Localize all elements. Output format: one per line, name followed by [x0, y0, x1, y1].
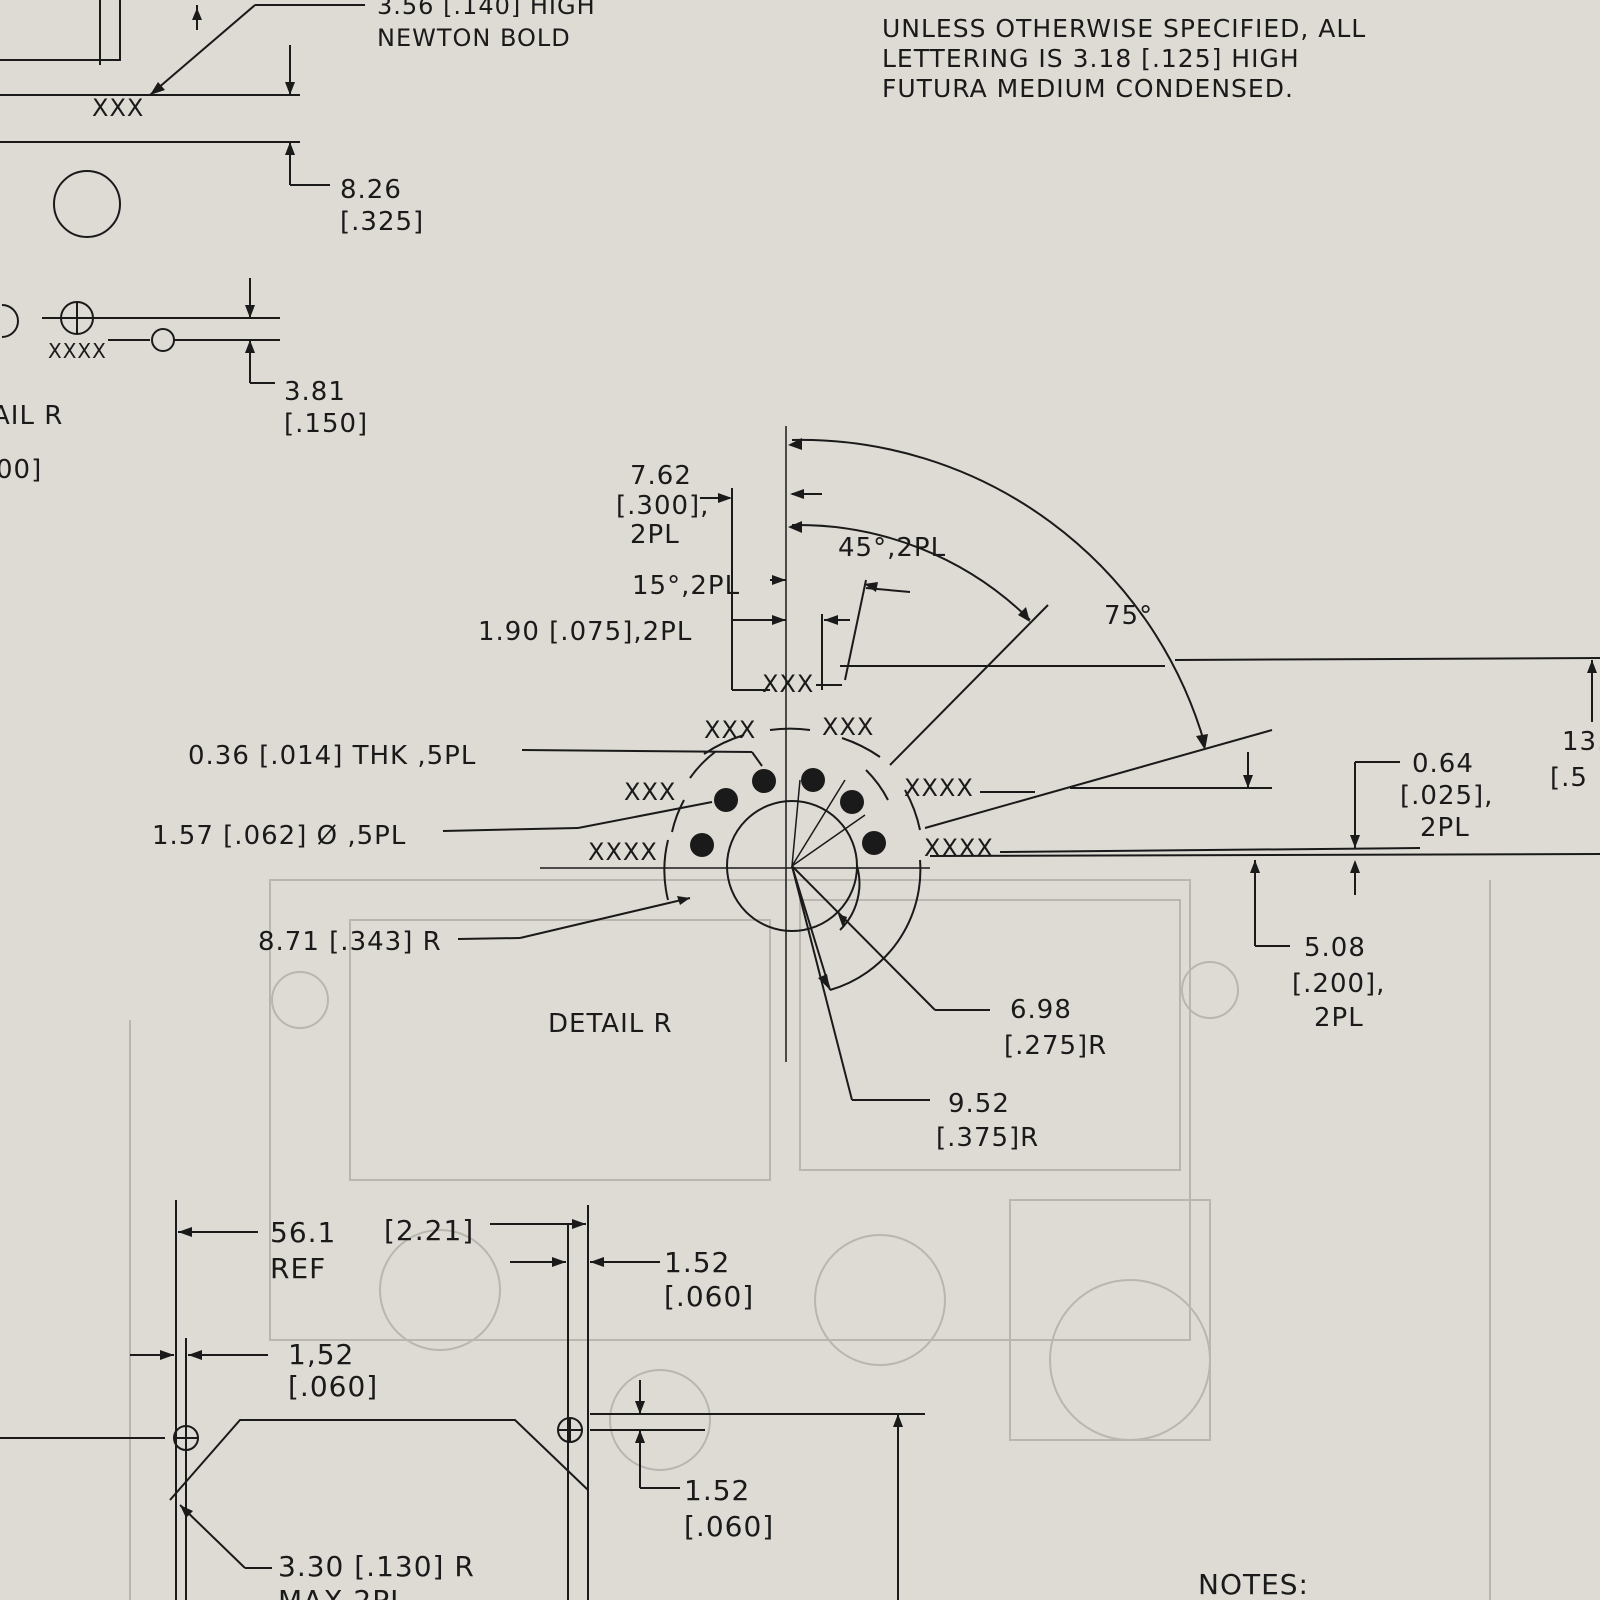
dim-13-inch-partial: [.5 — [1550, 763, 1588, 793]
header-notes: 3.56 [.140] HIGH NEWTON BOLD UNLESS OTHE… — [377, 0, 1366, 103]
ref-label: REF — [270, 1252, 326, 1285]
radius-698: 6.98 — [1010, 995, 1072, 1025]
dim-152-top-inch: [.060] — [664, 1280, 754, 1313]
xxxx-label-upper: XXXX — [48, 339, 107, 363]
dim-826-inch: [.325] — [340, 207, 424, 237]
lettering-note-line3: FUTURA MEDIUM CONDENSED. — [882, 74, 1294, 103]
arc-871 — [663, 839, 669, 901]
xxxx-left-lower: XXXX — [588, 838, 658, 866]
thickness-label: 0.36 [.014] THK ,5PL — [188, 741, 476, 771]
dim-152-vertical-inch: [.060] — [684, 1510, 774, 1543]
xxxx-right-upper: XXXX — [904, 774, 974, 802]
xxx-right: XXX — [822, 713, 874, 741]
dim-152-top: 1.52 — [664, 1246, 730, 1279]
diameter-label: 1.57 [.062] Ø ,5PL — [152, 821, 406, 851]
dim-152-left: 1,52 — [288, 1338, 354, 1371]
arc-75-degree — [791, 438, 1206, 746]
xxxx-right-lower: XXXX — [924, 834, 994, 862]
dim-762: 7.62 — [630, 461, 692, 491]
radius-952-inch: [.375]R — [936, 1123, 1039, 1153]
detail-r-title: DETAIL R — [548, 1009, 673, 1039]
dim-762-inch: [.300], — [616, 491, 709, 521]
dim-152-vertical: 1.52 — [684, 1474, 750, 1507]
radius-871-label: 8.71 [.343] R — [258, 927, 442, 957]
dim-152-left-inch: [.060] — [288, 1370, 378, 1403]
dim-762-places: 2PL — [630, 520, 680, 550]
dim-064: 0.64 — [1412, 749, 1474, 779]
xxx-top: XXX — [762, 670, 814, 698]
lettering-note-line1: UNLESS OTHERWISE SPECIFIED, ALL — [882, 14, 1366, 43]
dim-561: 56.1 — [270, 1216, 336, 1249]
pin-1 — [690, 833, 714, 857]
xxx-mid-left: XXX — [624, 778, 676, 806]
arc-45-degree — [791, 523, 1031, 621]
radius-698-inch: [.275]R — [1004, 1031, 1107, 1061]
detail-label-partial: AIL R — [0, 401, 63, 431]
dim-508-places: 2PL — [1314, 1003, 1364, 1033]
lettering-note-line2: LETTERING IS 3.18 [.125] HIGH — [882, 44, 1300, 73]
mounting-hole-circle — [53, 170, 121, 238]
angle-15-label: 15°,2PL — [632, 571, 740, 601]
dim-508-inch: [.200], — [1292, 969, 1385, 999]
notes-heading: NOTES: — [1198, 1568, 1309, 1600]
angle-45-label: 45°,2PL — [838, 533, 946, 563]
pin-6 — [862, 831, 886, 855]
font-spec-line1: 3.56 [.140] HIGH — [377, 0, 596, 20]
max-places-partial: MAX 2PL — [278, 1584, 407, 1600]
xxx-left: XXX — [704, 716, 756, 744]
xxx-label-upper: XXX — [92, 94, 144, 122]
radius-330: 3.30 [.130] R — [278, 1550, 475, 1583]
dim-13-partial: 13. — [1562, 727, 1600, 757]
detail-r: 7.62 [.300], 2PL 45°,2PL 75° 15°,2PL 1.9… — [152, 426, 1600, 1153]
dim-826: 8.26 — [340, 175, 402, 205]
dim-561-inch: [2.21] — [384, 1214, 474, 1247]
font-spec-line2: NEWTON BOLD — [377, 24, 571, 52]
upper-left-detail: XXX 8.26 [.325] XXXX 3.81 [.150] AIL R 0… — [0, 0, 424, 485]
pin-5 — [840, 790, 864, 814]
angle-75-label: 75° — [1104, 601, 1153, 631]
pin-2 — [714, 788, 738, 812]
pin-3 — [752, 769, 776, 793]
bleed-through-ghost — [129, 879, 1491, 1600]
panel-outline — [169, 1419, 589, 1501]
dim-381: 3.81 — [284, 377, 346, 407]
scale-label-partial: 00] — [0, 455, 42, 485]
lower-view: 56.1 [2.21] REF 1.52 [.060] 1,52 [.060] … — [0, 1200, 1309, 1600]
dim-508: 5.08 — [1304, 933, 1366, 963]
arc-952 — [829, 859, 922, 991]
dim-190: 1.90 [.075],2PL — [478, 617, 692, 647]
dim-064-places: 2PL — [1420, 813, 1470, 843]
pin-4 — [801, 768, 825, 792]
dim-064-inch: [.025], — [1400, 781, 1493, 811]
dim-381-inch: [.150] — [284, 409, 368, 439]
radius-952: 9.52 — [948, 1089, 1010, 1119]
